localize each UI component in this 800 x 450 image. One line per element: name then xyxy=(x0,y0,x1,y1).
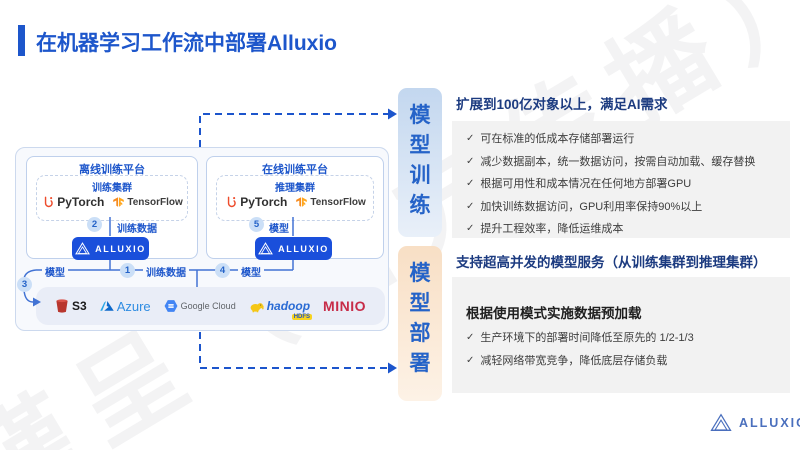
hadoop-logo: hadoop HDFS xyxy=(249,299,313,320)
offline-platform-title: 离线训练平台 xyxy=(79,164,145,176)
hadoop-elephant-icon xyxy=(250,302,264,312)
alluxio-badge-offline: ALLUXIO xyxy=(72,237,149,260)
hadoop-label: hadoop xyxy=(266,299,311,313)
training-bullets-panel: ✓ 可在标准的低成本存储部署运行 ✓ 减少数据副本，统一数据访问，按需自动加载、缓存… xyxy=(452,121,790,238)
step-1-label: 训练数据 xyxy=(143,264,189,279)
google-cloud-logo: Google Cloud xyxy=(164,299,236,313)
alluxio-badge-online: ALLUXIO xyxy=(255,237,332,260)
step-5-badge: 5 xyxy=(249,217,264,232)
bullet-text: 生产环境下的部署时间降低至原先的 1/2-1/3 xyxy=(480,332,694,344)
training-cluster-title: 训练集群 xyxy=(92,183,132,194)
bullet-item: ✓ 提升工程效率，降低运维成本 xyxy=(466,222,782,236)
google-cloud-icon xyxy=(164,300,178,312)
deployment-section-header: 支持超高并发的模型服务（从训练集群到推理集群） xyxy=(456,255,767,270)
bullet-item: ✓ 减轻网络带宽竞争，降低底层存储负载 xyxy=(466,354,782,368)
training-section-header: 扩展到100亿对象以上，满足AI需求 xyxy=(456,97,668,112)
check-icon: ✓ xyxy=(466,223,475,234)
bullet-item: ✓ 加快训练数据访问，GPU利用率保持90%以上 xyxy=(466,200,782,214)
tensorflow-label: TensorFlow xyxy=(310,196,366,208)
pytorch-label: PyTorch xyxy=(57,195,105,209)
deployment-bullets-panel: 根据使用模式实施数据预加载 ✓生产环境下的部署时间降低至原先的 1/2-1/3 … xyxy=(452,277,790,393)
inference-cluster-title: 推理集群 xyxy=(275,183,315,194)
ml-workflow-diagram: 离线训练平台 训练集群 PyTorch TensorFlow 在线训练平台 xyxy=(15,147,389,331)
tensorflow-label: TensorFlow xyxy=(127,196,183,208)
pytorch-flame-icon xyxy=(45,196,53,207)
online-platform-title: 在线训练平台 xyxy=(262,164,328,176)
check-icon: ✓ xyxy=(466,200,475,212)
title-accent-bar xyxy=(18,25,25,56)
azure-logo: Azure xyxy=(99,298,151,314)
training-section-tab: 模型训练 xyxy=(398,88,442,237)
hdfs-label: HDFS xyxy=(291,314,313,320)
bullet-item: ✓ 根据可用性和成本情况在任何地方部署GPU xyxy=(466,177,782,191)
pytorch-logo: PyTorch xyxy=(224,195,287,209)
bullet-item: ✓ 减少数据副本，统一数据访问，按需自动加载、缓存替换 xyxy=(466,155,782,169)
pytorch-flame-icon xyxy=(228,196,236,207)
tensorflow-icon xyxy=(113,196,125,207)
alluxio-mark-icon xyxy=(258,242,274,255)
check-icon: ✓ xyxy=(466,133,475,144)
deployment-section-label: 模型部署 xyxy=(409,262,431,375)
step-4-label: 模型 xyxy=(238,264,264,279)
step-1-badge: 1 xyxy=(120,263,135,278)
alluxio-footer-label: ALLUXIO xyxy=(739,415,800,430)
alluxio-mark-icon xyxy=(710,413,732,431)
bullet-text: 减轻网络带宽竞争，降低底层存储负载 xyxy=(480,354,668,367)
alluxio-mark-icon xyxy=(75,242,91,255)
pytorch-logo: PyTorch xyxy=(41,195,104,209)
model-flow-label-left: 模型 xyxy=(42,264,68,279)
minio-logo: MINIO xyxy=(323,298,366,314)
inference-cluster-box: 推理集群 PyTorch TensorFlow xyxy=(216,175,374,221)
check-icon: ✓ xyxy=(466,332,475,343)
azure-icon xyxy=(99,300,114,311)
step-2-badge: 2 xyxy=(87,217,102,232)
s3-bucket-icon xyxy=(56,299,68,313)
step-3-badge: 3 xyxy=(17,277,32,292)
azure-label: Azure xyxy=(116,298,151,314)
s3-logo: S3 xyxy=(55,299,87,313)
google-cloud-label: Google Cloud xyxy=(180,301,236,311)
step-2-label: 训练数据 xyxy=(117,224,157,235)
bullet-text: 减少数据副本，统一数据访问，按需自动加载、缓存替换 xyxy=(480,155,756,168)
training-section-label: 模型训练 xyxy=(409,104,431,217)
online-platform-box: 在线训练平台 推理集群 PyTorch TensorFlow xyxy=(206,156,384,259)
bullet-text: 加快训练数据访问，GPU利用率保持90%以上 xyxy=(480,200,703,213)
bullet-text: 提升工程效率，降低运维成本 xyxy=(480,223,624,235)
tensorflow-logo: TensorFlow xyxy=(113,196,183,208)
bullet-text: 根据可用性和成本情况在任何地方部署GPU xyxy=(480,178,692,190)
tensorflow-logo: TensorFlow xyxy=(296,196,366,208)
s3-label: S3 xyxy=(72,299,87,313)
bullet-item: ✓ 生产环境下的部署时间降低至原先的 1/2-1/3 xyxy=(466,331,782,345)
deployment-subheader: 根据使用模式实施数据预加载 xyxy=(466,306,642,321)
alluxio-badge-label: ALLUXIO xyxy=(95,243,146,254)
page-title: 在机器学习工作流中部署Alluxio xyxy=(36,32,338,55)
pytorch-label: PyTorch xyxy=(240,195,288,209)
storage-systems-bar: S3 Azure Google Cloud hadoop HDFS MINIO xyxy=(36,287,385,325)
check-icon: ✓ xyxy=(466,155,475,167)
bullet-text: 可在标准的低成本存储部署运行 xyxy=(480,133,635,145)
step-5-label: 模型 xyxy=(269,224,289,235)
tensorflow-icon xyxy=(296,196,308,207)
training-cluster-box: 训练集群 PyTorch TensorFlow xyxy=(36,175,188,221)
bullet-item: ✓ 可在标准的低成本存储部署运行 xyxy=(466,132,782,146)
check-icon: ✓ xyxy=(466,178,475,189)
check-icon: ✓ xyxy=(466,354,475,366)
step-4-badge: 4 xyxy=(215,263,230,278)
alluxio-footer-logo: ALLUXIO xyxy=(710,413,800,432)
alluxio-badge-label: ALLUXIO xyxy=(278,243,329,254)
deployment-section-tab: 模型部署 xyxy=(398,246,442,401)
